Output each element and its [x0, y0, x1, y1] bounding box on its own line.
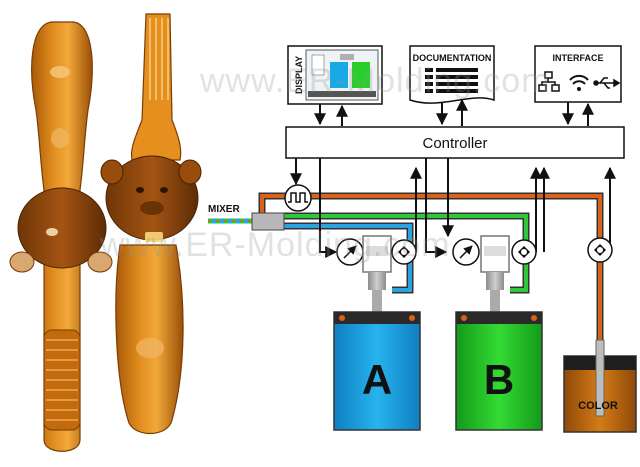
product-photo: [9, 13, 202, 452]
tank-b: [455, 311, 543, 431]
documentation-label: DOCUMENTATION: [413, 53, 492, 63]
usb-icon: [593, 77, 621, 89]
wifi-icon: [569, 74, 589, 91]
molded-part-left: [9, 21, 113, 452]
network-icon: [538, 71, 560, 92]
documentation-module: DOCUMENTATION: [409, 45, 495, 104]
interface-label: INTERFACE: [552, 53, 603, 63]
tank-color-label: COLOR: [578, 400, 618, 412]
color-line: [260, 194, 602, 350]
controller-label: Controller: [422, 135, 487, 152]
mixer-label: MIXER: [208, 204, 240, 215]
tank-b-label: B: [484, 356, 514, 403]
dosing-unit-b: B: [452, 235, 543, 431]
flow-meter-icon: [587, 237, 613, 263]
controller: Controller: [285, 126, 625, 159]
pressure-gauge-icon: [336, 238, 364, 266]
dosing-unit-a: A: [333, 235, 421, 431]
pressure-gauge-icon: [452, 238, 480, 266]
document-icon: [425, 68, 478, 93]
interface-module: INTERFACE: [534, 45, 622, 103]
mixer: MIXER: [208, 204, 285, 231]
flow-meter-icon: [391, 239, 417, 265]
display-label: DISPLAY: [294, 56, 304, 94]
signal-wires: [319, 158, 616, 258]
flow-meter-icon: [511, 239, 537, 265]
color-unit: COLOR: [563, 237, 637, 433]
display-module: DISPLAY: [287, 45, 383, 105]
pulse-icon: [284, 158, 312, 212]
module-connectors: [314, 98, 594, 126]
tank-a-label: A: [362, 356, 392, 403]
tank-a: [333, 311, 421, 431]
molded-part-right: [100, 13, 202, 434]
